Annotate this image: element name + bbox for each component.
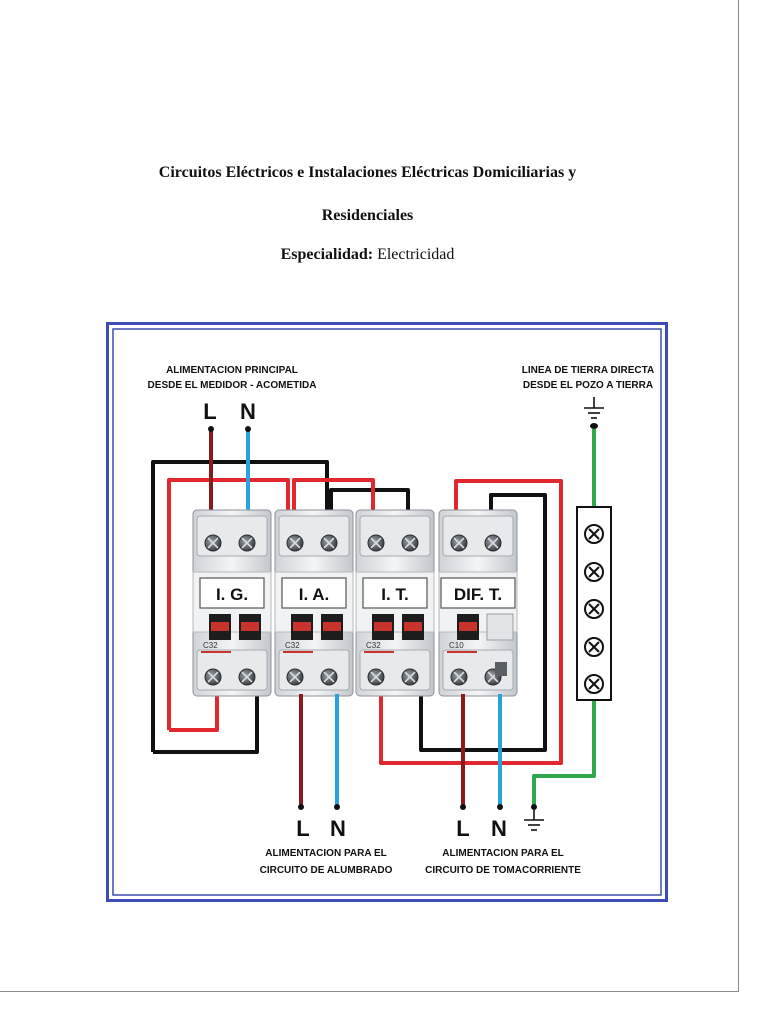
breaker-label: I. G. [216, 585, 248, 604]
phase-bus-wires [167, 478, 563, 765]
page-bottom-border [0, 991, 739, 992]
breaker-4: DIF. T. C10 [438, 509, 518, 697]
page-right-border [738, 0, 739, 992]
ground-label-line-2: DESDE EL POZO A TIERRA [523, 380, 653, 391]
lighting-line-letter: L [296, 816, 309, 841]
diagram-frame-inner [112, 328, 662, 896]
breaker-1: I. G. C32 [192, 509, 272, 697]
lighting-label-line-2: CIRCUITO DE ALUMBRADO [260, 865, 393, 876]
wiring-diagram: ALIMENTACION PRINCIPAL DESDE EL MEDIDOR … [106, 322, 668, 902]
breaker-rating: C32 [366, 641, 381, 650]
diagram-frame-outer [106, 322, 668, 902]
breaker-label-plate [440, 577, 516, 609]
outlet-line-letter: L [456, 816, 469, 841]
breaker-label-plate [199, 577, 265, 609]
specialty-label: Especialidad: [280, 246, 374, 263]
outlet-label-line-1: ALIMENTACION PARA EL [442, 848, 563, 859]
supply-label-line-1: ALIMENTACION PRINCIPAL [166, 365, 298, 376]
breaker-2: I. A. C32 [274, 509, 354, 697]
neutral-bus-wires [151, 460, 547, 754]
breaker-label-plate [362, 577, 428, 609]
breaker-label: DIF. T. [454, 585, 502, 604]
breaker-rating: C32 [203, 641, 218, 650]
breaker-rating: C10 [449, 641, 464, 650]
ground-symbol-top-icon [584, 397, 604, 419]
outlet-label-line-2: CIRCUITO DE TOMACORRIENTE [425, 865, 581, 876]
document-title-line-2: Residenciales [321, 207, 414, 224]
lighting-label-line-1: ALIMENTACION PARA EL [265, 848, 386, 859]
ground-label-line-1: LINEA DE TIERRA DIRECTA [522, 365, 654, 376]
lighting-neutral-letter: N [330, 816, 346, 841]
outlet-neutral-letter: N [491, 816, 507, 841]
ground-terminal-strip [576, 506, 612, 701]
document-title-line-1: Circuitos Eléctricos e Instalaciones Elé… [158, 164, 577, 181]
ground-symbol-bottom-icon [524, 810, 544, 831]
breaker-rating: C32 [285, 641, 300, 650]
specialty-value: Electricidad [377, 246, 455, 263]
breaker-label-plate [281, 577, 347, 609]
breaker-label: I. A. [299, 585, 330, 604]
breaker-3: I. T. C32 [355, 509, 435, 697]
test-button [495, 662, 507, 676]
breaker-label: I. T. [381, 585, 408, 604]
specialty-line: Especialidad: Electricidad [0, 246, 735, 264]
supply-line-letter: L [203, 399, 216, 424]
supply-neutral-letter: N [240, 399, 256, 424]
supply-label-line-2: DESDE EL MEDIDOR - ACOMETIDA [148, 380, 317, 391]
